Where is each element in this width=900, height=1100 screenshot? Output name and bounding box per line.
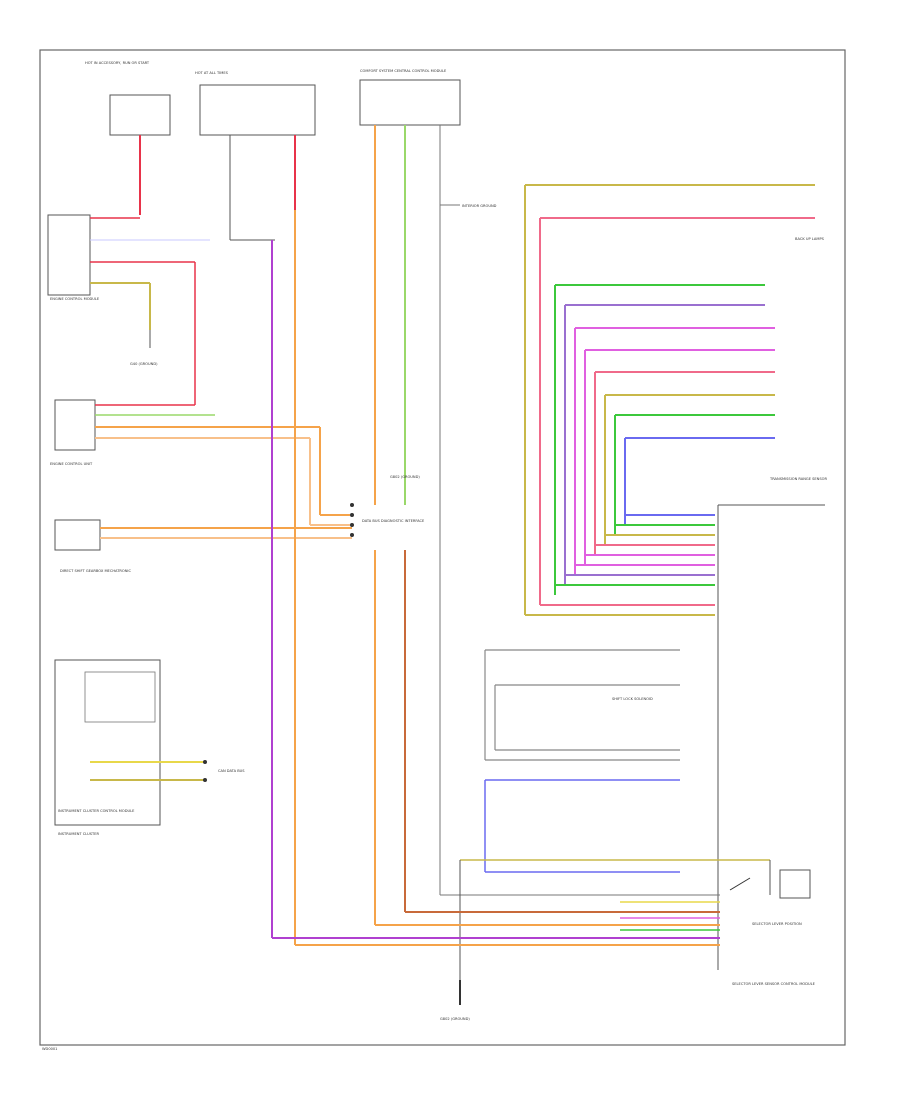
instrument-caption: INSTRUMENT CLUSTER bbox=[58, 832, 99, 836]
instrument-cluster: INSTRUMENT CLUSTER INSTRUMENT CLUSTER CO… bbox=[54, 659, 245, 836]
engine-left-label: ENGINE CONTROL MODULE bbox=[50, 297, 100, 301]
data-bus-lower-left-label: CAN DATA BUS bbox=[218, 769, 245, 773]
fuse-box-left-label: HOT IN ACCESSORY, RUN OR START bbox=[85, 61, 150, 65]
fuse-box-mid-label: HOT AT ALL TIMES bbox=[195, 71, 229, 75]
data-bus-interface: DATA BUS DIAGNOSTIC INTERFACE bbox=[350, 503, 425, 537]
direct-shift-gearbox: DIRECT SHIFT GEARBOX MECHATRONIC bbox=[54, 519, 352, 573]
selector-lever-label: SELECTOR LEVER SENSOR CONTROL MODULE bbox=[732, 982, 816, 986]
engine-control-label: ENGINE CONTROL UNIT bbox=[50, 462, 93, 466]
comfort-module: COMFORT SYSTEM CENTRAL CONTROL MODULE bbox=[359, 69, 461, 126]
ground-mid-label: G802 (GROUND) bbox=[390, 475, 420, 479]
diagram-border bbox=[39, 49, 846, 1046]
engine-control-unit: ENGINE CONTROL UNIT bbox=[50, 399, 350, 526]
transmission-range-harness: BACK UP LAMPS TRANSMISSION RANGE SENSOR bbox=[524, 184, 827, 616]
fuse-box-mid: HOT AT ALL TIMES bbox=[195, 71, 316, 241]
footer-id: WD0001 bbox=[42, 1047, 57, 1051]
selector-lever-module: SELECTOR LEVER POSITION SELECTOR LEVER S… bbox=[272, 859, 816, 1000]
data-bus-center-label: DATA BUS DIAGNOSTIC INTERFACE bbox=[362, 519, 425, 523]
shift-lock-label: SHIFT LOCK SOLENOID bbox=[612, 697, 653, 701]
comfort-module-label: COMFORT SYSTEM CENTRAL CONTROL MODULE bbox=[360, 69, 447, 73]
mid-ground-label: INTERIOR GROUND bbox=[462, 204, 497, 208]
trans-range-label: TRANSMISSION RANGE SENSOR bbox=[769, 477, 827, 481]
fuse-box-left: HOT IN ACCESSORY, RUN OR START bbox=[85, 61, 171, 215]
selector-lever-pos-label: SELECTOR LEVER POSITION bbox=[752, 922, 802, 926]
ground-left-label: G40 (GROUND) bbox=[130, 362, 158, 366]
ground-bottom-label: G802 (GROUND) bbox=[440, 1017, 470, 1021]
direct-shift-label: DIRECT SHIFT GEARBOX MECHATRONIC bbox=[60, 569, 131, 573]
instrument-label: INSTRUMENT CLUSTER CONTROL MODULE bbox=[58, 809, 135, 813]
shift-lock-solenoid: SHIFT LOCK SOLENOID bbox=[484, 649, 680, 761]
engine-control-module: ENGINE CONTROL MODULE G40 (GROUND) bbox=[47, 214, 210, 405]
right-lamp-label: BACK UP LAMPS bbox=[795, 237, 825, 241]
ground-bottom: G802 (GROUND) bbox=[440, 980, 470, 1021]
